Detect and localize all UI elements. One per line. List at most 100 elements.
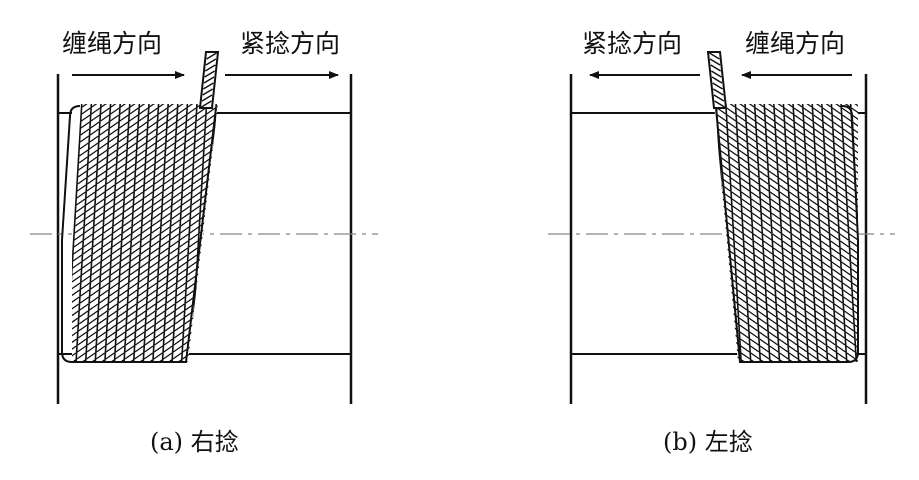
- strand-mark: [115, 184, 125, 192]
- strand-mark: [75, 212, 85, 220]
- strand-mark: [74, 226, 84, 234]
- strand-mark: [190, 212, 200, 220]
- strand-mark: [760, 205, 771, 213]
- strand-mark: [779, 352, 789, 360]
- strand-mark: [109, 282, 119, 290]
- strand-mark: [725, 104, 736, 108]
- strand-mark: [102, 233, 113, 241]
- strand-mark: [136, 149, 146, 157]
- strand-mark: [738, 149, 748, 157]
- strand-mark: [788, 345, 798, 353]
- strand-mark: [806, 163, 816, 171]
- strand-mark: [86, 191, 96, 199]
- strand-mark: [92, 247, 102, 255]
- strand-mark: [841, 275, 852, 283]
- strand-mark: [856, 191, 858, 199]
- strand-mark: [72, 275, 81, 283]
- strand-mark: [800, 226, 810, 234]
- strand-mark: [756, 135, 767, 143]
- strand-mark: [815, 310, 825, 318]
- strand-mark: [735, 261, 745, 269]
- strand-mark: [96, 184, 106, 192]
- strand-mark: [740, 345, 750, 353]
- strand-mark: [827, 191, 837, 199]
- strand-mark: [823, 296, 834, 304]
- strand-mark: [120, 254, 131, 262]
- strand-mark: [93, 226, 103, 234]
- strand-mark: [172, 184, 183, 192]
- strand-mark: [765, 121, 775, 129]
- strand-mark: [806, 170, 817, 178]
- strand-mark: [86, 177, 97, 185]
- strand-mark: [144, 338, 154, 346]
- strand-mark: [118, 128, 128, 136]
- strand-mark: [154, 170, 164, 178]
- strand-mark: [854, 324, 858, 332]
- strand-mark: [730, 170, 740, 178]
- strand-mark: [770, 205, 780, 213]
- strand-mark: [717, 114, 727, 122]
- strand-mark: [759, 345, 770, 353]
- strand-mark: [796, 163, 807, 171]
- strand-mark: [821, 261, 832, 269]
- strand-mark: [833, 303, 844, 311]
- strand-mark: [847, 212, 858, 220]
- strand-mark: [110, 104, 121, 108]
- strand-mark: [72, 345, 77, 353]
- strand-mark: [787, 170, 798, 178]
- strand-mark: [809, 219, 820, 227]
- strand-mark: [851, 275, 858, 283]
- strand-mark: [119, 114, 129, 122]
- strand-mark: [100, 107, 111, 115]
- strand-mark: [155, 310, 166, 318]
- strand-mark: [156, 135, 166, 143]
- strand-mark: [128, 289, 138, 297]
- strand-mark: [76, 198, 86, 206]
- strand-mark: [147, 121, 158, 129]
- strand-mark: [108, 142, 118, 150]
- strand-mark: [187, 104, 197, 108]
- strand-mark: [712, 82, 724, 90]
- strand-mark: [208, 233, 218, 241]
- strand-mark: [103, 219, 114, 227]
- strand-mark: [745, 275, 756, 283]
- strand-mark: [735, 268, 746, 276]
- strand-mark: [119, 121, 129, 129]
- wrap-edge: [84, 104, 102, 362]
- strand-mark: [86, 352, 96, 360]
- strand-mark: [743, 226, 753, 234]
- strand-mark: [750, 345, 760, 353]
- strand-mark: [102, 240, 112, 248]
- strand-mark: [786, 310, 796, 318]
- strand-mark: [763, 240, 773, 248]
- strand-mark: [789, 205, 800, 213]
- strand-mark: [99, 289, 109, 297]
- strand-mark: [201, 345, 212, 353]
- strand-mark: [212, 156, 218, 164]
- strand-mark: [99, 121, 110, 129]
- strand-mark: [741, 198, 751, 206]
- strand-mark: [192, 170, 203, 178]
- strand-mark: [134, 352, 144, 360]
- strand-mark: [731, 198, 742, 206]
- strand-mark: [107, 310, 118, 318]
- strand-mark: [855, 177, 858, 185]
- strand-mark: [768, 163, 778, 171]
- strand-mark: [92, 240, 103, 248]
- strand-mark: [135, 331, 145, 339]
- strand-mark: [851, 268, 858, 276]
- strand-mark: [165, 317, 175, 325]
- strand-mark: [91, 107, 101, 115]
- strand-mark: [72, 331, 78, 339]
- strand-mark: [766, 128, 776, 136]
- strand-mark: [747, 135, 757, 143]
- strand-mark: [96, 177, 106, 185]
- strand-mark: [145, 317, 156, 325]
- strand-mark: [836, 338, 846, 346]
- strand-mark: [130, 247, 141, 255]
- strand-mark: [132, 212, 143, 220]
- strand-mark: [204, 64, 216, 72]
- strand-mark: [215, 114, 218, 122]
- strand-mark: [713, 94, 725, 102]
- strand-mark: [110, 261, 121, 269]
